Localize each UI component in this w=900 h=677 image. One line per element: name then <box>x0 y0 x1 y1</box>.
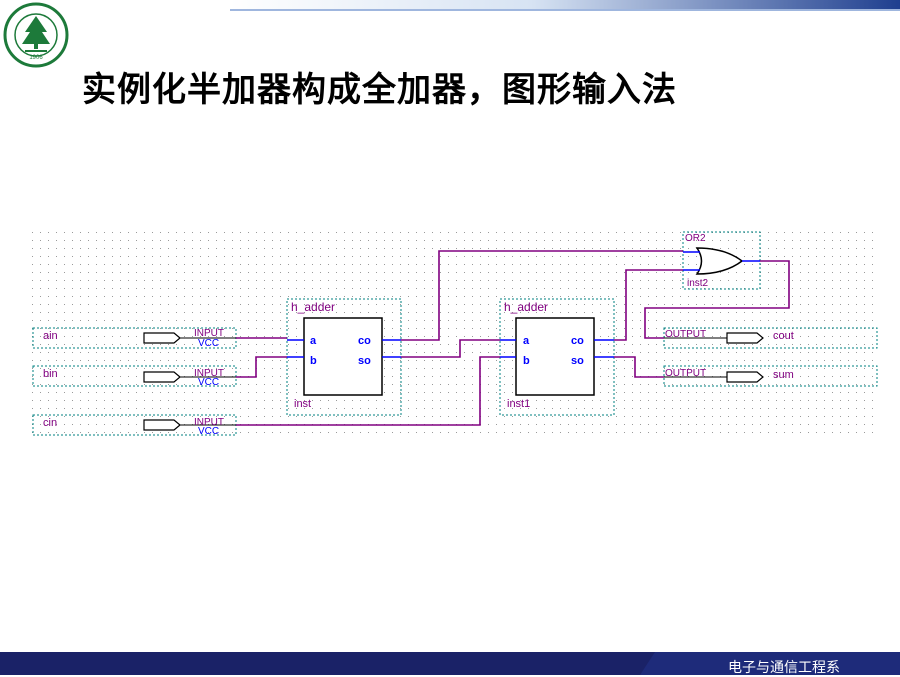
wire-co1-or <box>614 269 683 341</box>
footer-department: 电子与通信工程系 <box>728 660 840 676</box>
input-name: cin <box>43 417 57 429</box>
logo-year: 1906 <box>29 55 43 61</box>
gate-type: OR2 <box>685 233 706 244</box>
wire-bin-b <box>236 356 287 378</box>
port-type: OUTPUT <box>665 368 706 379</box>
wire-or-cout <box>644 260 790 339</box>
input-name: bin <box>43 368 58 380</box>
port-b: b <box>310 355 317 367</box>
h-adder-inst[interactable]: h_adder a b co so inst <box>286 298 402 416</box>
full-adder-schematic: ain INPUT VCC bin INPUT VCC cin INPUT VC… <box>32 228 880 438</box>
h-adder-inst1[interactable]: h_adder a b co so inst1 <box>499 298 615 416</box>
input-port-bin[interactable]: bin INPUT VCC <box>32 365 237 388</box>
instance-name: inst <box>294 398 311 410</box>
module-name: h_adder <box>504 300 548 314</box>
port-type: INPUT <box>194 417 224 428</box>
wire-co-or <box>401 250 683 341</box>
output-name: sum <box>773 369 794 381</box>
port-type: OUTPUT <box>665 329 706 340</box>
port-a: a <box>310 335 317 347</box>
input-port-ain[interactable]: ain INPUT VCC <box>32 327 237 349</box>
wire-so1-sum <box>614 356 664 378</box>
port-a: a <box>523 335 530 347</box>
instance-name: inst2 <box>687 278 709 289</box>
port-type: INPUT <box>194 368 224 379</box>
output-name: cout <box>773 330 794 342</box>
input-name: ain <box>43 330 58 342</box>
port-so: so <box>358 355 371 367</box>
wire-cin-b1 <box>236 356 500 426</box>
university-seal-icon: 1906 <box>3 2 69 68</box>
module-name: h_adder <box>291 300 335 314</box>
wires <box>236 250 790 426</box>
wire-so-a1 <box>401 339 500 358</box>
port-default: VCC <box>198 338 219 349</box>
port-type: INPUT <box>194 328 224 339</box>
output-port-sum[interactable]: OUTPUT sum <box>663 365 878 387</box>
header-band <box>230 0 900 11</box>
footer-band <box>0 652 900 675</box>
instance-name: inst1 <box>507 398 530 410</box>
port-b: b <box>523 355 530 367</box>
port-default: VCC <box>198 426 219 437</box>
port-co: co <box>358 335 371 347</box>
input-port-cin[interactable]: cin INPUT VCC <box>32 414 237 437</box>
port-default: VCC <box>198 377 219 388</box>
slide-title: 实例化半加器构成全加器，图形输入法 <box>82 70 677 110</box>
port-so: so <box>571 355 584 367</box>
or-gate-icon <box>695 247 744 275</box>
port-co: co <box>571 335 584 347</box>
